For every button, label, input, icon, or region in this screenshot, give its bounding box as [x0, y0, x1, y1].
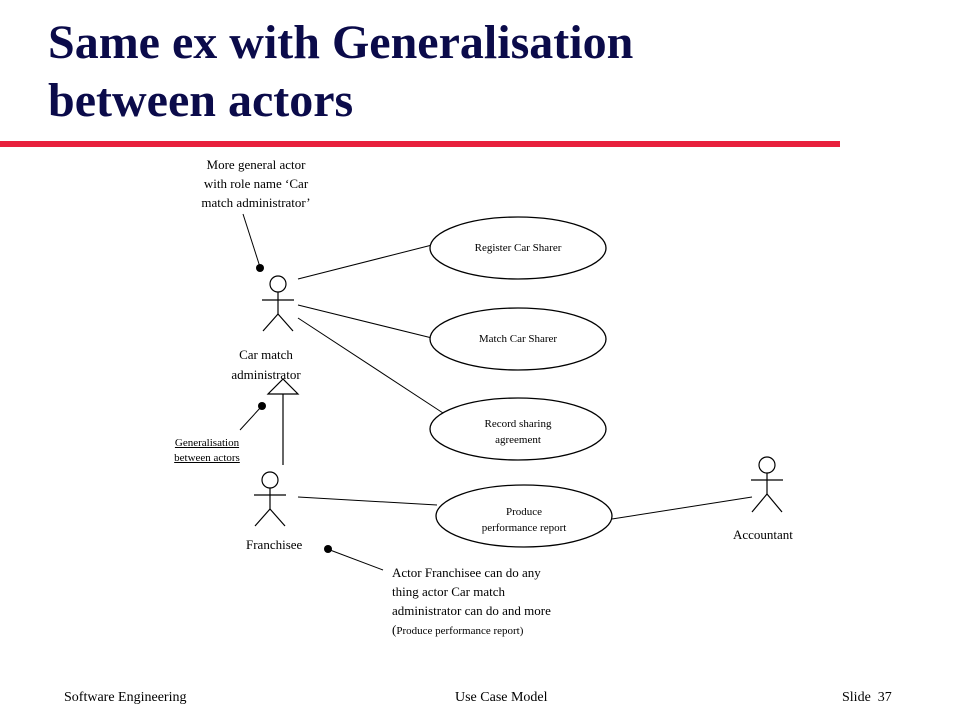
note-generalisation: Generalisation between actors: [160, 436, 254, 466]
note-franchisee-line-3: administrator can do and more: [392, 603, 551, 618]
title-underline-rule: [0, 141, 840, 147]
pointer-general-actor: [242, 213, 261, 268]
assoc-admin-match: [297, 304, 433, 339]
actor-franchisee-figure: [254, 471, 286, 527]
pointer-generalisation-dot: [258, 402, 266, 410]
actor-accountant-label: Accountant: [733, 527, 793, 542]
use-case-record-line-2: agreement: [495, 434, 541, 446]
use-case-register-label: Register Car Sharer: [474, 242, 562, 254]
use-case-record-ellipse: [429, 397, 607, 461]
use-case-match-label: Match Car Sharer: [478, 333, 558, 345]
note-franchisee-line-4-text: Produce performance report): [396, 625, 524, 637]
generalisation-arrowhead: [266, 378, 300, 395]
note-franchisee: Actor Franchisee can do any thing actor …: [392, 563, 622, 641]
assoc-franchisee-produce: [297, 496, 438, 506]
use-case-produce-label: Produce performance report: [436, 504, 612, 536]
use-case-match-ellipse: [429, 307, 607, 371]
pointer-franchisee-note: [329, 549, 384, 571]
note-generalisation-line-2: between actors: [174, 452, 240, 464]
actor-franchisee-label: Franchisee: [246, 537, 303, 552]
note-franchisee-paren: (: [392, 622, 397, 637]
assoc-admin-record: [297, 317, 444, 414]
use-case-produce-line-1: Produce: [505, 506, 543, 518]
assoc-admin-register: [297, 244, 433, 280]
note-generalisation-line-1: Generalisation: [174, 437, 240, 449]
note-general-actor-line-2: with role name ‘Car: [203, 176, 309, 191]
note-franchisee-line-2: thing actor Car match: [392, 584, 505, 599]
footer-course: Software Engineering: [64, 690, 187, 705]
actor-accountant-figure: [751, 456, 783, 513]
title-line-2: between actors: [48, 74, 354, 127]
assoc-accountant-produce: [611, 496, 753, 520]
actor-car-match-admin-figure: [262, 275, 294, 332]
title-line-1: Same ex with Generalisation: [48, 16, 634, 69]
use-case-register-ellipse: [429, 216, 607, 280]
pointer-franchisee-note-dot: [324, 545, 332, 553]
footer-slide-number: Slide 37: [842, 690, 892, 706]
slide-title: Same ex with Generalisation between acto…: [48, 14, 908, 130]
use-case-record-line-1: Record sharing: [484, 418, 552, 430]
use-case-record-label: Record sharing agreement: [430, 416, 606, 448]
pointer-generalisation: [239, 406, 262, 431]
use-case-produce-line-2: performance report: [481, 522, 567, 534]
footer-slide-label: Slide: [842, 690, 871, 705]
footer-slide-value: 37: [877, 690, 892, 705]
use-case-produce-ellipse: [435, 484, 613, 548]
note-franchisee-line-4: (Produce performance report): [392, 620, 622, 641]
note-general-actor: More general actor with role name ‘Car m…: [170, 155, 342, 212]
actor-car-match-admin-label: Car match administrator: [231, 347, 301, 382]
note-franchisee-line-1: Actor Franchisee can do any: [392, 565, 541, 580]
pointer-general-actor-dot: [256, 264, 264, 272]
note-general-actor-line-3: match administrator’: [201, 195, 311, 210]
footer-topic: Use Case Model: [455, 690, 548, 705]
note-general-actor-line-1: More general actor: [206, 157, 306, 172]
